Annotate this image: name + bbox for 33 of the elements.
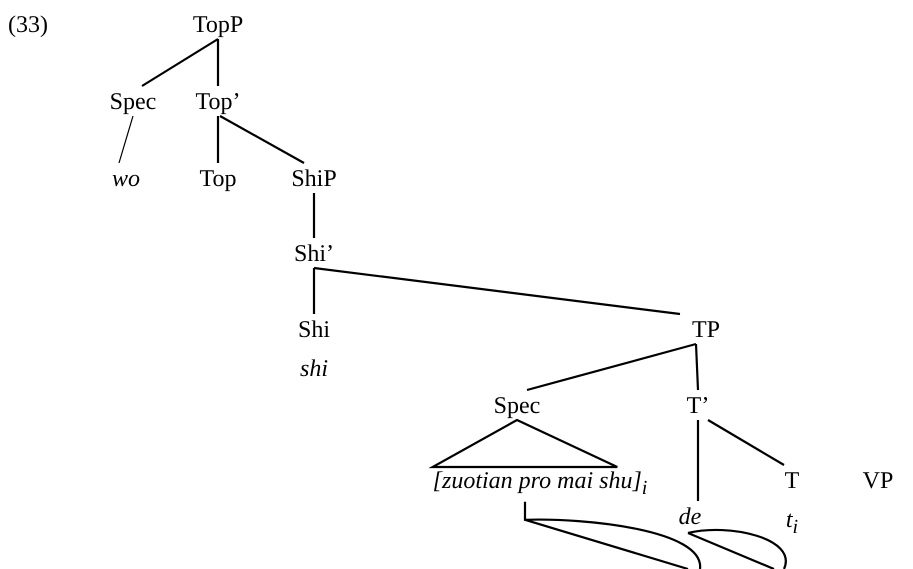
tree-branch	[696, 420, 700, 501]
tree-branch	[707, 419, 785, 466]
tree-branch	[312, 268, 316, 314]
tree-label: ShiP	[291, 167, 337, 191]
tree-label: Spec	[494, 394, 540, 418]
example-number: (33)	[8, 13, 48, 37]
word-label: wo	[112, 167, 140, 191]
tree-label: Spec	[110, 90, 156, 114]
tree-label: TopP	[192, 13, 244, 37]
tree-branch	[314, 266, 680, 316]
tree-branch	[694, 344, 700, 390]
word-label: shi	[299, 357, 329, 382]
tree-label: T	[784, 469, 800, 494]
tree-label: Top’	[196, 90, 240, 114]
word-label: [zuotian pro mai shu]$_{i}$	[432, 469, 648, 498]
word-label: de	[678, 505, 702, 529]
word-label: t$_{i}$	[784, 508, 800, 538]
movement-arc	[686, 528, 787, 569]
movement-arc	[524, 500, 702, 569]
tree-label: Shi	[298, 318, 330, 344]
tree-branch	[312, 193, 316, 238]
tree-branch	[219, 115, 305, 164]
tree-label: Shi’	[294, 242, 334, 266]
tree-label: TP	[692, 318, 720, 342]
tree-triangle	[428, 418, 618, 468]
tree-branch	[118, 116, 134, 164]
tree-branch	[526, 342, 696, 392]
tree-branch	[216, 116, 220, 163]
tree-label: T’	[686, 394, 710, 418]
tree-branch	[141, 38, 219, 87]
tree-branch	[216, 39, 220, 86]
tree-label: VP	[862, 469, 894, 493]
tree-label: Top	[200, 167, 236, 191]
